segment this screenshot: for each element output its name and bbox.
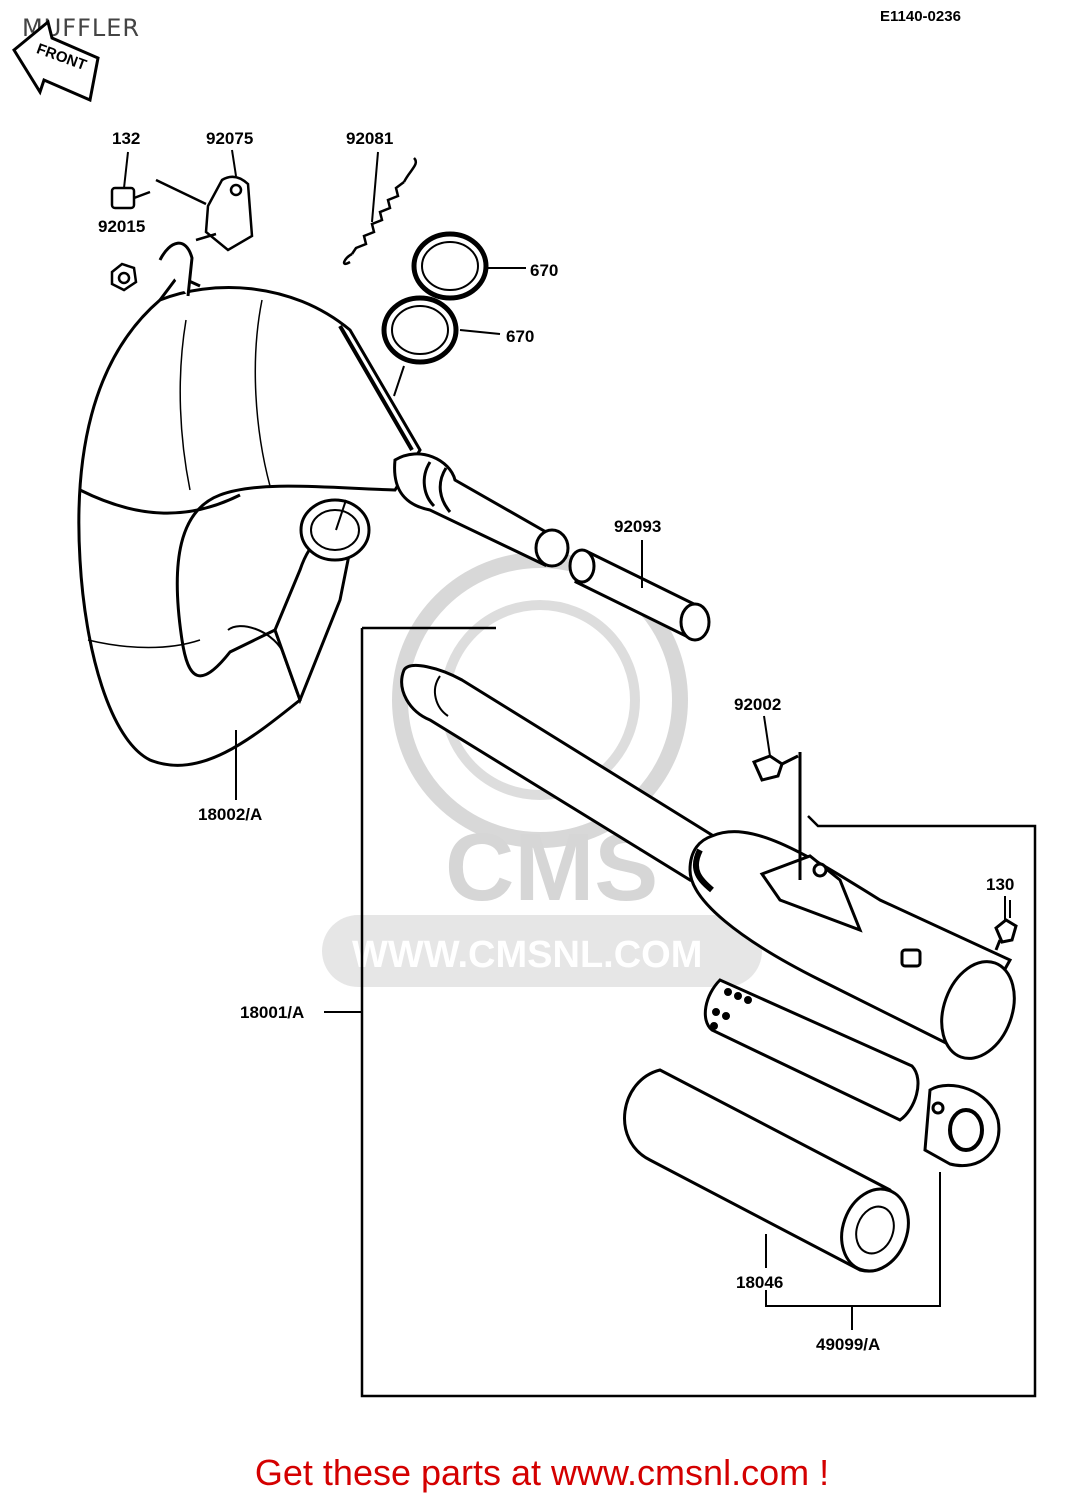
front-arrow-badge: FRONT: [12, 19, 100, 103]
end-cap-49099: [923, 1084, 1001, 1168]
exploded-parts-diagram: CMS WWW.CMSNL.COM FRONT: [12, 19, 1037, 1398]
silencer-18001: [400, 663, 1018, 1060]
part-label-49099: 49099/A: [816, 1335, 880, 1354]
spring-92081: [342, 157, 418, 266]
part-label-92081: 92081: [346, 129, 393, 148]
part-label-18001: 18001/A: [240, 1003, 304, 1022]
part-label-92002: 92002: [734, 695, 781, 714]
leader-lines: [123, 149, 1006, 1330]
part-label-18046: 18046: [736, 1273, 783, 1292]
expansion-chamber-18002: [77, 241, 570, 767]
part-label-18002: 18002/A: [198, 805, 262, 824]
part-label-132: 132: [112, 129, 140, 148]
part-label-670-upper: 670: [530, 261, 558, 280]
packing-18046: [623, 1068, 910, 1273]
part-label-670-lower: 670: [506, 327, 534, 346]
sleeve-92093: [568, 548, 711, 642]
watermark-url: WWW.CMSNL.COM: [352, 934, 702, 976]
part-label-92075: 92075: [206, 129, 253, 148]
diagram-code: E1140-0236: [880, 8, 961, 25]
perforated-core: [703, 978, 920, 1122]
silencer-box: [360, 626, 1037, 1398]
bracket-assembly: [110, 175, 254, 292]
part-labels: 132 92075 92015 92081 670 670 92093 1800…: [98, 129, 1014, 1354]
part-label-92093: 92093: [614, 517, 661, 536]
footer-link[interactable]: Get these parts at www.cmsnl.com !: [0, 1452, 1084, 1494]
footer-link-text[interactable]: Get these parts at www.cmsnl.com !: [254, 1452, 830, 1493]
part-label-130: 130: [986, 875, 1014, 894]
o-rings-670: [381, 231, 489, 365]
part-label-92015: 92015: [98, 217, 145, 236]
